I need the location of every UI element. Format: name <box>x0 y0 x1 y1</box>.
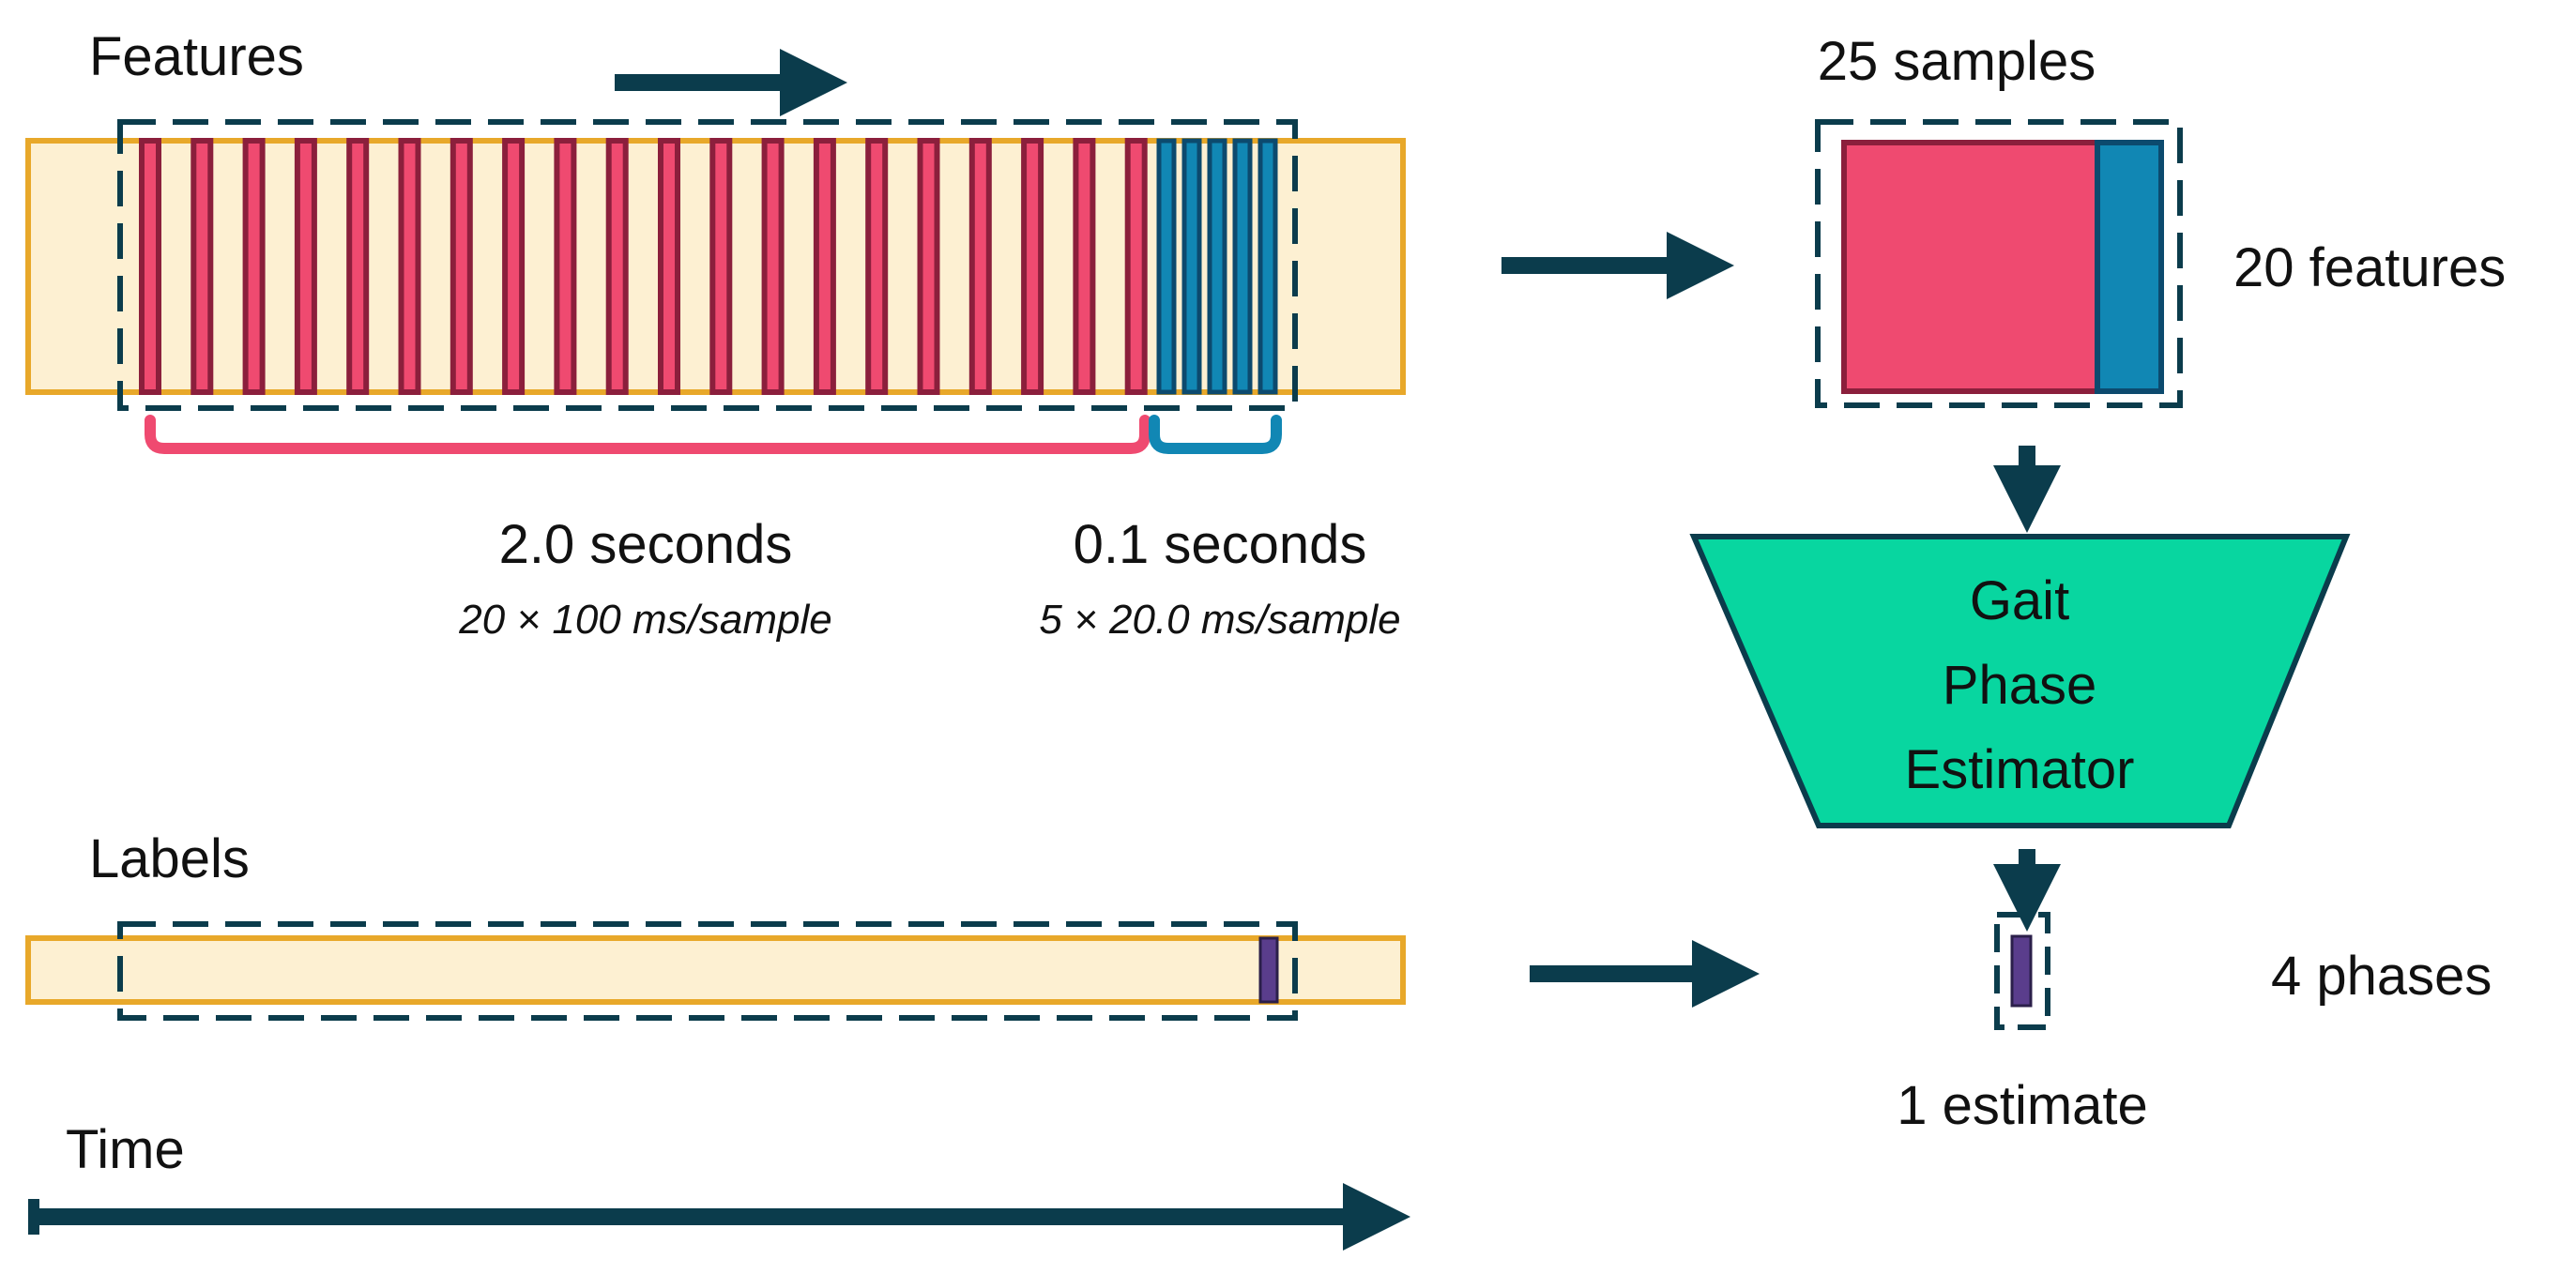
pink-sample-bar <box>658 138 680 395</box>
labels-window <box>117 921 1298 1021</box>
estimator-line-2: Phase <box>1943 655 2096 716</box>
pink-window-bracket <box>145 415 1151 454</box>
output-estimate-mark <box>2010 934 2033 1008</box>
pink-sample-bar <box>968 138 992 395</box>
output-window <box>1994 912 2050 1030</box>
blue-sample-bar <box>1156 138 1177 395</box>
matrix-blue-block <box>2095 140 2164 394</box>
pink-sample-bar <box>865 138 889 395</box>
features-label: Features <box>89 26 304 87</box>
labels-strip <box>25 935 1406 1005</box>
pink-sample-bar <box>242 138 266 395</box>
pink-window-detail: 20 × 100 ms/sample <box>458 597 831 643</box>
label-mark <box>1258 936 1279 1004</box>
pink-sample-bar <box>294 138 317 395</box>
output-label: 1 estimate <box>1897 1075 2148 1136</box>
pink-sample-bar <box>139 138 161 395</box>
pink-sample-bar <box>450 138 473 395</box>
gait-phase-estimator <box>1689 534 2351 828</box>
matrix-pink-block <box>1841 140 2100 394</box>
time-label: Time <box>66 1119 185 1180</box>
blue-sample-bar <box>1232 138 1253 395</box>
estimator-line-1: Gait <box>1970 570 2069 631</box>
pink-sample-bar <box>398 138 421 395</box>
labels-label: Labels <box>89 828 250 889</box>
phases-label: 4 phases <box>2271 946 2492 1007</box>
pink-sample-bar <box>761 138 785 395</box>
matrix-features-label: 20 features <box>2233 237 2506 298</box>
pink-sample-bar <box>554 138 577 395</box>
pink-sample-bar <box>709 138 733 395</box>
blue-sample-bar <box>1207 138 1227 395</box>
pink-window-duration: 2.0 seconds <box>499 514 793 575</box>
pink-sample-bar <box>1021 138 1044 395</box>
matrix-window <box>1815 119 2183 408</box>
estimator-line-3: Estimator <box>1905 739 2135 800</box>
pink-sample-bar <box>346 138 370 395</box>
blue-window-detail: 5 × 20.0 ms/sample <box>1039 597 1400 643</box>
pink-sample-bar <box>1073 138 1096 395</box>
pink-sample-bar <box>917 138 940 395</box>
blue-sample-bar <box>1258 138 1278 395</box>
sample-bars <box>139 138 1278 395</box>
pink-sample-bar <box>191 138 214 395</box>
blue-window-bracket <box>1149 415 1282 454</box>
features-window <box>117 119 1298 411</box>
blue-sample-bar <box>1181 138 1202 395</box>
blue-window-duration: 0.1 seconds <box>1074 514 1367 575</box>
pink-sample-bar <box>605 138 629 395</box>
pink-sample-bar <box>813 138 836 395</box>
pink-sample-bar <box>502 138 526 395</box>
matrix-samples-label: 25 samples <box>1818 31 2096 92</box>
pink-sample-bar <box>1124 138 1148 395</box>
